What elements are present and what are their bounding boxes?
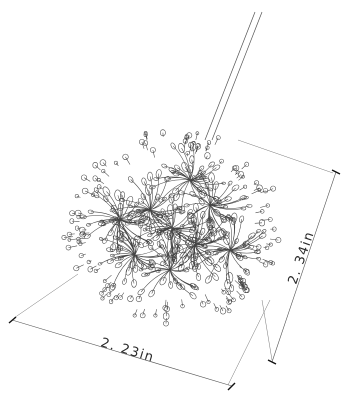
foliage-strokes	[61, 129, 282, 327]
plant-stem	[204, 11, 263, 141]
extension-lines	[13, 139, 334, 386]
width-dimension-line	[11, 319, 233, 387]
height-dimension: 2. 34in	[267, 169, 341, 365]
height-dimension-label: 2. 34in	[286, 229, 318, 286]
width-dimension: 2. 23in	[8, 316, 236, 391]
width-tick-right	[227, 382, 236, 391]
width-tick-left	[8, 316, 17, 324]
height-dimension-line	[271, 171, 337, 363]
width-dimension-label: 2. 23in	[99, 335, 156, 365]
plant-foliage-cluster	[61, 129, 282, 327]
height-tick-bottom	[267, 359, 277, 365]
height-tick-top	[331, 169, 341, 175]
